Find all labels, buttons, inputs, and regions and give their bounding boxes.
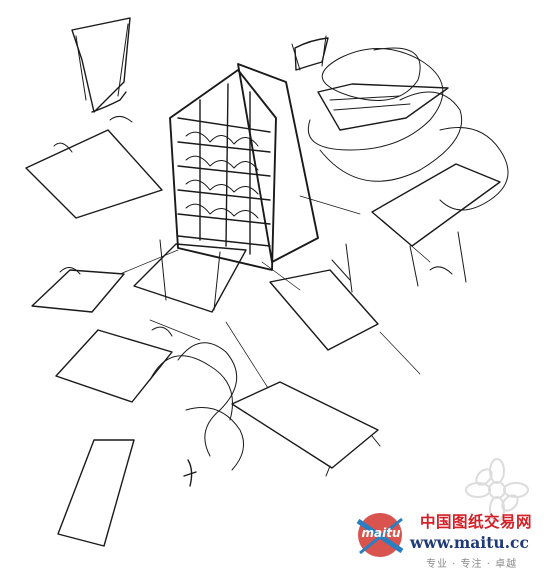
hatched-panel-center-right xyxy=(269,243,379,351)
canopy-top-left xyxy=(71,17,131,113)
canopy-top-right xyxy=(291,35,329,71)
scribble-center xyxy=(149,342,245,471)
hatched-panel-left xyxy=(31,267,125,313)
roof-panel-upper-right xyxy=(308,47,463,182)
hatched-panel-upper-left xyxy=(25,116,163,219)
hatched-panel-lower-left xyxy=(55,326,173,403)
figure-sketch xyxy=(183,459,197,487)
scribble-right xyxy=(439,127,509,211)
hatched-strip-middle xyxy=(133,239,247,313)
hatched-panel-bottom-left xyxy=(57,439,135,547)
hatched-panel-lower-right xyxy=(231,381,381,477)
hatched-panel-right xyxy=(371,163,501,287)
central-tower xyxy=(169,63,319,271)
connecting-lines xyxy=(119,195,431,389)
